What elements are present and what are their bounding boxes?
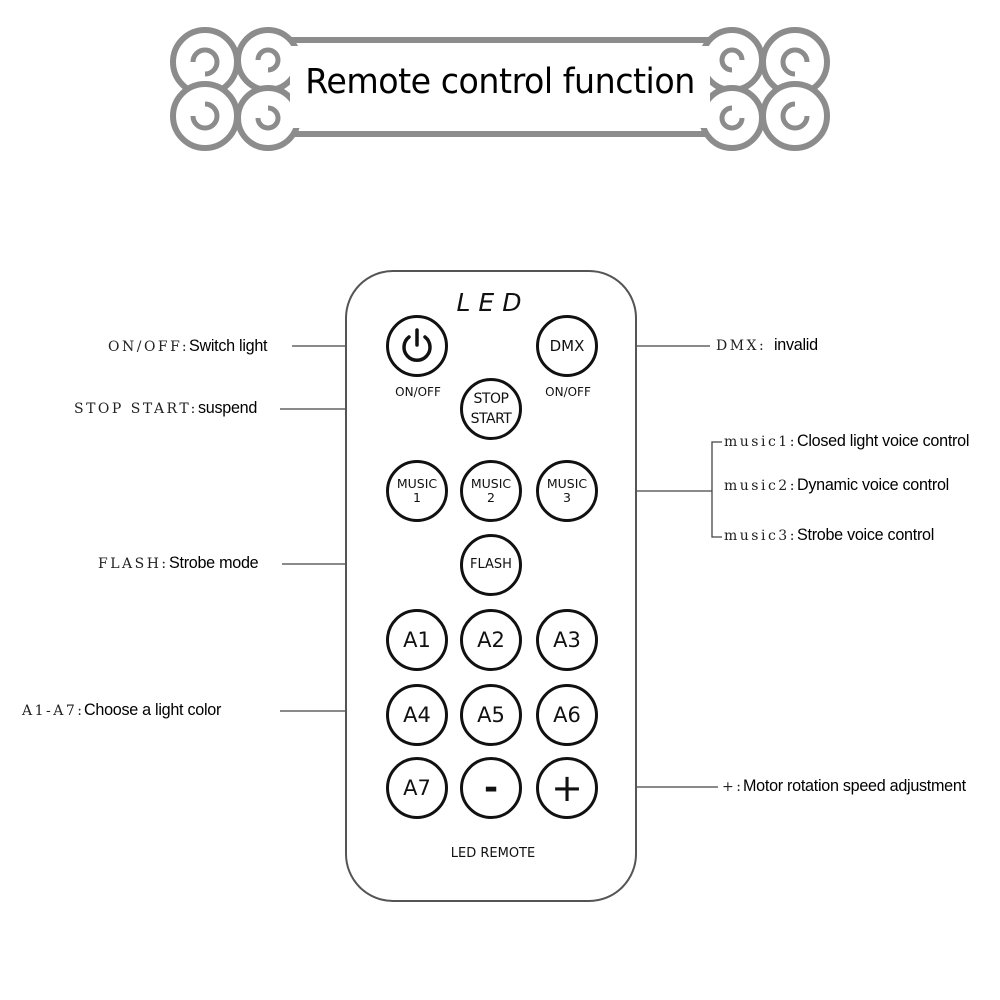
music-3-label: MUSIC [546, 476, 588, 491]
a1-label: A1 [403, 628, 431, 652]
callout-plus-minus: +:Motor rotation speed adjustment [722, 776, 978, 796]
plus-icon: + [551, 766, 583, 810]
dmx-button-label: DMX [549, 337, 585, 355]
music-1-button[interactable]: MUSIC 1 [386, 460, 448, 522]
callout-a1-a7-key: A1-A7: [22, 703, 85, 719]
callout-flash-key: FLASH: [98, 556, 169, 572]
music-3-button[interactable]: MUSIC 3 [536, 460, 598, 522]
callout-stop-start: STOP START:suspend [74, 398, 260, 418]
music-2-label: MUSIC [470, 476, 512, 491]
callout-onoff-key: ON/OFF: [108, 339, 190, 355]
callout-plus-minus-desc: Motor rotation speed adjustment [743, 776, 967, 795]
a5-label: A5 [477, 703, 505, 727]
music-2-button[interactable]: MUSIC 2 [460, 460, 522, 522]
callout-music2-desc: Dynamic voice control [796, 475, 949, 494]
power-caption: ON/OFF [395, 385, 441, 399]
a3-label: A3 [553, 628, 581, 652]
banner-frame [170, 27, 830, 151]
callout-flash: FLASH:Strobe mode [98, 553, 263, 573]
banner-title: Remote control function [305, 62, 695, 102]
callout-stop-start-key: STOP START: [74, 401, 198, 417]
stop-label: STOP [473, 391, 509, 407]
dmx-button[interactable]: DMX [536, 315, 598, 377]
remote-brand-label: LED [456, 288, 530, 317]
remote-footer-label: LED REMOTE [450, 846, 536, 861]
minus-icon: - [483, 768, 499, 808]
start-label: START [470, 411, 512, 427]
callout-flash-desc: Strobe mode [168, 553, 259, 572]
callout-music1: music1:Closed light voice control [724, 431, 978, 451]
stop-start-button[interactable]: STOP START [460, 378, 522, 440]
a2-button[interactable]: A2 [460, 609, 522, 671]
a2-label: A2 [477, 628, 505, 652]
a5-button[interactable]: A5 [460, 684, 522, 746]
callout-music1-key: music1: [724, 434, 797, 450]
callout-onoff-desc: Switch light [189, 336, 268, 355]
a6-button[interactable]: A6 [536, 684, 598, 746]
callout-stop-start-desc: suspend [197, 398, 257, 417]
left-swirl-ornament [170, 27, 301, 151]
callout-music3-key: music3: [724, 528, 797, 544]
callout-music1-desc: Closed light voice control [796, 431, 970, 450]
dmx-caption: ON/OFF [545, 385, 591, 399]
callout-dmx-desc: invalid [774, 335, 819, 354]
music-bracket [711, 441, 722, 538]
music-1-label: MUSIC [396, 476, 438, 491]
callout-plus-minus-key: +: [722, 779, 744, 795]
callout-dmx: DMX: invalid [716, 335, 820, 355]
a7-label: A7 [403, 776, 431, 800]
a1-button[interactable]: A1 [386, 609, 448, 671]
a3-button[interactable]: A3 [536, 609, 598, 671]
callout-a1-a7: A1-A7:Choose a light color [22, 700, 229, 720]
music-1-number: 1 [413, 490, 421, 505]
minus-button[interactable]: - [460, 757, 522, 819]
flash-label: FLASH [470, 557, 512, 572]
callout-a1-a7-desc: Choose a light color [84, 700, 222, 719]
music-3-number: 3 [563, 490, 571, 505]
flash-button[interactable]: FLASH [460, 534, 522, 596]
callout-music3: music3:Strobe voice control [724, 525, 941, 545]
callout-music2: music2:Dynamic voice control [724, 475, 957, 495]
a4-button[interactable]: A4 [386, 684, 448, 746]
a7-button[interactable]: A7 [386, 757, 448, 819]
a4-label: A4 [403, 703, 431, 727]
music-2-number: 2 [487, 490, 495, 505]
callout-music3-desc: Strobe voice control [796, 525, 934, 544]
callout-dmx-key: DMX: [716, 338, 767, 354]
plus-button[interactable]: + [536, 757, 598, 819]
a6-label: A6 [553, 703, 581, 727]
power-icon [402, 328, 432, 362]
power-button[interactable] [386, 315, 448, 377]
callout-music2-key: music2: [724, 478, 797, 494]
callout-onoff: ON/OFF:Switch light [108, 336, 271, 356]
right-swirl-ornament [699, 27, 830, 151]
